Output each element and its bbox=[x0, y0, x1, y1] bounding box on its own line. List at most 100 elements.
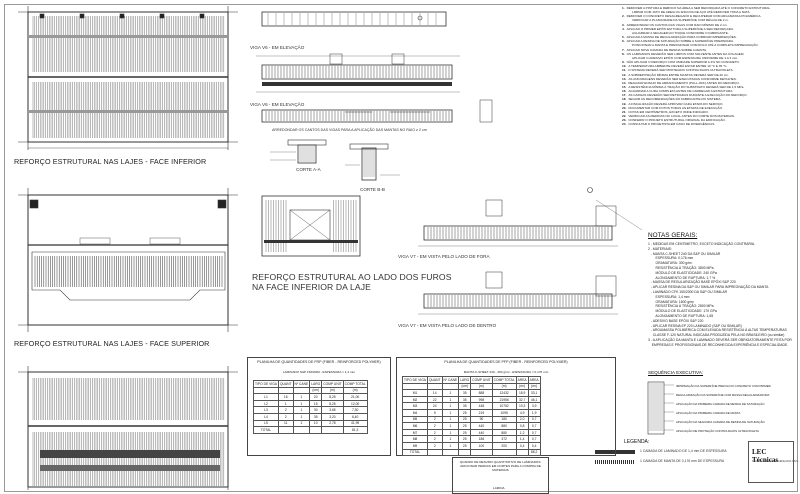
note-number: 18. bbox=[622, 97, 627, 102]
table-cell: 2 bbox=[277, 412, 294, 421]
table-row: (cm)(m)(m)(m²)(m²) bbox=[402, 382, 541, 391]
table-cell: L3 bbox=[253, 406, 279, 414]
sequence-step: APLICAÇÃO DE PROTEÇÃO CONTRA RAIOS ULTRA… bbox=[676, 429, 759, 433]
table-row: (cm)(m)(m) bbox=[253, 386, 368, 395]
note-text: A RESISTÊNCIA MÍNIMA À TRAÇÃO DO SUBSTRA… bbox=[628, 84, 745, 89]
note-number: 17. bbox=[622, 93, 627, 98]
table-cell: 100 bbox=[470, 441, 493, 450]
table-cell: 25 bbox=[458, 422, 472, 430]
note-text: AS CARGAS DEVERÃO SER RETIRADAS DURANTE … bbox=[628, 93, 748, 98]
table-cell: 0,7 bbox=[527, 435, 541, 443]
table-cell: 18,9 bbox=[515, 389, 529, 397]
note-text: POSICIONAR A MANTA E PRESSIONAR COM ROLO… bbox=[632, 43, 759, 48]
note-text: REMOVER A PINTURA E REBOCO NA ÁREA A SER… bbox=[626, 6, 771, 10]
slab-plan-inferior bbox=[18, 6, 238, 150]
note-text: ARREDONDAR OS CANTOS DAS VIGAS COM RAIO … bbox=[626, 22, 728, 27]
summary-title: QUADRO DE RESUMO QUANTITATIVO DE LAMINAD… bbox=[459, 460, 542, 473]
table-cell bbox=[277, 426, 294, 434]
beam-v7-views bbox=[418, 187, 618, 315]
beam-band bbox=[28, 110, 228, 113]
table-cell: 19,3 bbox=[515, 402, 529, 410]
sheet-frame bbox=[4, 4, 798, 492]
table-cell: 81,3 bbox=[342, 426, 368, 434]
table-cell: 35 bbox=[458, 395, 472, 404]
table-cell: 10 bbox=[309, 419, 323, 428]
table-cell: 2 bbox=[426, 441, 443, 450]
table-cell: TIPO DE VIGA bbox=[402, 376, 428, 384]
section-bb-body bbox=[361, 147, 377, 181]
table-cell: 888 bbox=[470, 389, 493, 397]
note-number: 14. bbox=[622, 80, 627, 85]
note-text: REMOVER O CONCRETO DESAGREGADO E RECUPER… bbox=[626, 14, 762, 19]
section-marker bbox=[149, 237, 181, 245]
table-cell: 880 bbox=[491, 428, 517, 437]
section-aa-slab bbox=[287, 139, 327, 146]
table-cell bbox=[515, 448, 529, 457]
table-cell: QUANT bbox=[277, 380, 294, 388]
note-number: 10. bbox=[622, 64, 627, 69]
column-marker bbox=[39, 13, 45, 19]
note-line: 5.APLICAR A MASSA DE REGULARIZAÇÃO PARA … bbox=[622, 35, 794, 39]
table-cell: 32,7 bbox=[515, 395, 529, 404]
table-cell: COMP TOTAL bbox=[491, 376, 517, 384]
table-cell bbox=[402, 382, 428, 391]
legend-item-manta: 1 CAMADA DE MANTA DE 0,176 mm DE ESPESSU… bbox=[640, 459, 725, 463]
table-cell: Nº CANE bbox=[441, 376, 460, 384]
table-cell: 12432 bbox=[491, 389, 517, 397]
table-cell: 186 bbox=[470, 435, 493, 443]
table-cell: AREA bbox=[515, 376, 529, 384]
table-cell: 0,4 bbox=[527, 441, 541, 450]
mark-circle bbox=[587, 187, 593, 193]
note-text: APLICAR A MASSA DE REGULARIZAÇÃO PARA CO… bbox=[626, 35, 737, 40]
note-text: NÃO APLICAR O REFORÇO COM UMIDADE SUPERI… bbox=[626, 60, 740, 65]
note-text: APLICAR O PRIMER EPÓXI EM TODA A SUPERFÍ… bbox=[626, 26, 734, 31]
column bbox=[29, 199, 39, 209]
table-cell: 1 bbox=[441, 441, 460, 450]
note-number: 12. bbox=[622, 72, 627, 77]
slab-plan-furos bbox=[18, 366, 238, 490]
note-number: 9. bbox=[622, 60, 625, 65]
note-number: 5. bbox=[622, 35, 625, 40]
table-cell: M7 bbox=[402, 428, 428, 437]
table-cell: 11 bbox=[277, 419, 294, 428]
table-cell bbox=[253, 386, 279, 395]
table-cell: 15 bbox=[309, 399, 323, 408]
note-line: 19.A FISCALIZAÇÃO DEVERÁ APROVAR CADA ET… bbox=[622, 102, 794, 106]
general-note-line: GRAMATURA: 1600 g/m² bbox=[648, 299, 695, 304]
note-text: LIMPAR COM JATO DE AREIA OU ESCOVA DE AÇ… bbox=[632, 10, 751, 15]
table-cell: LARG bbox=[458, 376, 472, 384]
general-note-line: - LAMINADO CFK 150/2000 DA S&P OU SIMILA… bbox=[648, 289, 728, 294]
table-cell bbox=[292, 386, 311, 395]
note-text: APLICAR O ADESIVO EPÓXI COM ESPESSURA UN… bbox=[632, 55, 739, 60]
table-cell: 1 bbox=[441, 389, 460, 397]
table-cell: 219 bbox=[470, 408, 493, 417]
table-cell: 1 bbox=[441, 422, 460, 430]
note-number: 15. bbox=[622, 84, 627, 89]
table-cell: 41,99 bbox=[342, 419, 368, 428]
note-line: 13.AS ANCORAGENS DEVERÃO SER EXECUTADAS … bbox=[622, 77, 794, 81]
note-line: LIMPAR COM JATO DE AREIA OU ESCOVA DE AÇ… bbox=[622, 10, 794, 14]
table-cell: 10752 bbox=[491, 402, 517, 410]
legend-item-laminado: 1 CAMADA DE LAMINADO DE 1,4 mm DE ESPESS… bbox=[640, 449, 727, 453]
sequence-step: APLICAÇÃO DA PRIMEIRA CAMADA DE MANTA bbox=[676, 411, 741, 415]
table-cell: M3 bbox=[402, 402, 428, 410]
table-cell: M8 bbox=[402, 435, 428, 443]
note-line: AGUARDAR A SECAGEM AO TOQUE CONFORME O F… bbox=[622, 31, 794, 35]
table-cell: 3,65 bbox=[321, 406, 344, 414]
note-number: 13. bbox=[622, 76, 627, 81]
note-number: 8. bbox=[622, 51, 625, 56]
table-cell: AREA bbox=[527, 376, 541, 384]
beam-laminado bbox=[262, 82, 452, 86]
column-marker bbox=[119, 13, 125, 19]
table-cell: L4 bbox=[253, 412, 279, 421]
title-face-inferior: REFORÇO ESTRUTURAL NAS LAJES - FACE INFE… bbox=[14, 157, 207, 166]
table-cell: M6 bbox=[402, 422, 428, 430]
general-note-line: - ADESIVO BASE EPÓXI S&P 220 bbox=[648, 318, 704, 323]
note-text: CONFERIR O PROJETO ESTRUTURAL ORIGINAL D… bbox=[628, 118, 726, 123]
note-line: VERIFICAR A PLANICIDADE DA SUPERFÍCIE CO… bbox=[622, 18, 794, 22]
table-cell: 0,4 bbox=[515, 441, 529, 450]
